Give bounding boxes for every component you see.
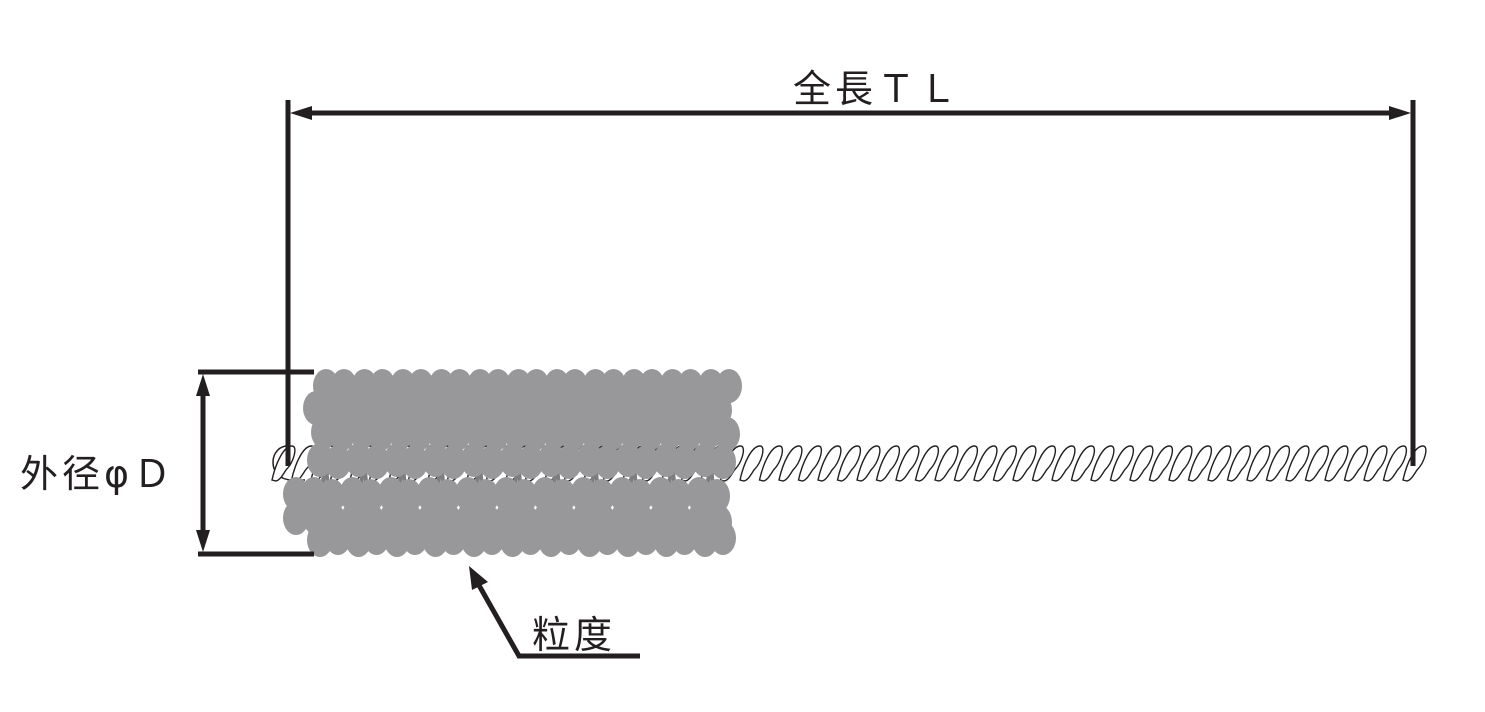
wire-twist — [817, 445, 842, 482]
arrow-icon — [469, 566, 488, 590]
abrasive-grain — [714, 417, 740, 451]
wire-twist — [1246, 445, 1271, 482]
abrasive-grain — [517, 521, 544, 555]
abrasive-grain — [560, 417, 586, 451]
abrasive-grain — [440, 521, 467, 555]
abrasive-grain — [521, 417, 548, 451]
wire-twist — [739, 445, 764, 482]
wire-twist — [1304, 445, 1330, 482]
diameter-dimension — [196, 369, 314, 557]
wire-twist — [778, 445, 803, 482]
abrasive-grain — [363, 521, 390, 555]
wire-twist — [1031, 445, 1057, 482]
abrasive-grain — [479, 521, 505, 555]
wire-twist — [836, 445, 862, 482]
wire-twist — [1187, 445, 1213, 482]
abrasive-grain — [588, 479, 615, 513]
wire-twist — [856, 445, 881, 482]
total-length-label: 全長ＴＬ — [793, 67, 962, 111]
wire-twist — [914, 445, 940, 482]
abrasive-grain — [329, 417, 355, 451]
arrow-up-icon — [196, 374, 210, 396]
wire-twist — [953, 445, 979, 482]
abrasive-grain — [710, 445, 736, 479]
wire-twist — [973, 445, 998, 482]
abrasive-grain — [675, 417, 702, 451]
wire-twist — [1012, 445, 1037, 482]
abrasive-grain — [363, 445, 390, 479]
wire-twist — [1070, 445, 1096, 482]
abrasive-grain — [319, 479, 345, 513]
wire-twist — [1051, 445, 1076, 482]
abrasive-grain — [283, 477, 309, 511]
abrasive-grain — [598, 417, 625, 451]
abrasive-grain — [444, 417, 471, 451]
abrasive-grain — [283, 501, 309, 535]
abrasive-grain — [406, 417, 432, 451]
abrasive-grain — [556, 445, 582, 479]
abrasive-grain — [402, 445, 428, 479]
abrasive-grain — [511, 479, 538, 513]
abrasive-grain — [550, 479, 576, 513]
abrasive-grain — [440, 445, 467, 479]
wire-twist — [1382, 445, 1408, 482]
abrasive-grain — [434, 479, 461, 513]
abrasive-grain — [357, 479, 384, 513]
wire-twist — [1148, 445, 1174, 482]
grit-label: 粒度 — [532, 613, 617, 657]
abrasive-grain — [627, 479, 653, 513]
abrasive-grain — [671, 445, 698, 479]
wire-twist — [1207, 445, 1232, 482]
abrasive-grain — [556, 521, 582, 555]
arrow-left-icon — [290, 106, 312, 120]
wire-twist — [992, 445, 1018, 482]
wire-twist — [1168, 445, 1193, 482]
abrasive-grain — [637, 417, 663, 451]
wire-twist — [934, 445, 959, 482]
wire-twist — [875, 445, 901, 482]
wire-twist — [1226, 445, 1252, 482]
abrasive-bristles — [283, 369, 742, 557]
wire-twist — [758, 445, 784, 482]
wire-twist — [1285, 445, 1310, 482]
wire-twist — [1324, 445, 1349, 482]
outer-diameter-label: 外径φＤ — [20, 452, 176, 496]
abrasive-grain — [396, 479, 422, 513]
total-length-dimension — [285, 100, 1416, 466]
abrasive-grain — [594, 445, 621, 479]
leader-line — [473, 578, 640, 659]
abrasive-grain — [704, 479, 730, 513]
arrow-right-icon — [1389, 106, 1411, 120]
wire-twist — [1265, 445, 1291, 482]
abrasive-grain — [710, 521, 736, 555]
abrasive-grain — [633, 445, 659, 479]
abrasive-grain — [479, 445, 505, 479]
abrasive-grain — [517, 445, 544, 479]
wire-twist — [797, 445, 823, 482]
wire-twist — [895, 445, 920, 482]
abrasive-grain — [367, 417, 394, 451]
wire-twist — [1343, 445, 1369, 482]
abrasive-grain — [633, 521, 659, 555]
grit-leader — [469, 566, 640, 659]
abrasive-grain — [671, 521, 698, 555]
wire-twist — [1129, 445, 1154, 482]
abrasive-grain — [483, 417, 509, 451]
abrasive-grain — [402, 521, 428, 555]
abrasive-grain — [594, 521, 621, 555]
abrasive-grain — [325, 445, 351, 479]
arrow-down-icon — [196, 530, 210, 552]
wire-twist — [1090, 445, 1115, 482]
abrasive-grain — [325, 521, 351, 555]
wire-twist — [1109, 445, 1135, 482]
abrasive-grain — [473, 479, 499, 513]
abrasive-grain — [665, 479, 692, 513]
wire-twist — [1363, 445, 1388, 482]
